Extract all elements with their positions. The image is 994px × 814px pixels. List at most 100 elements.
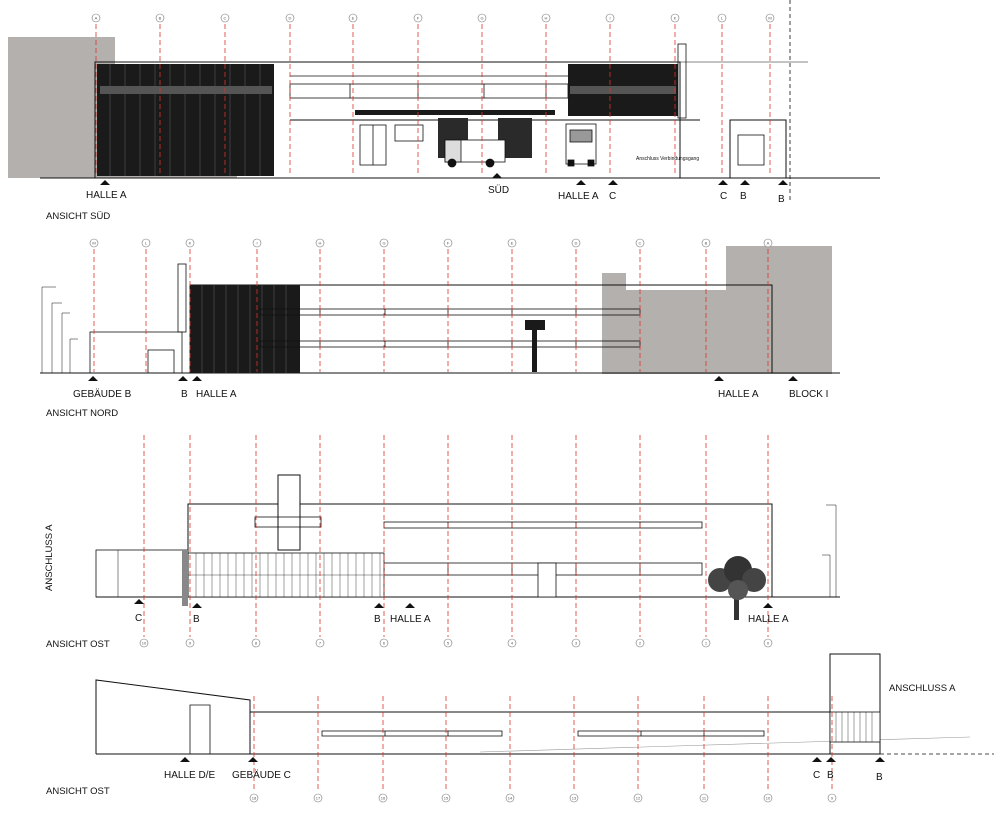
- marker-gebaeude-b: GEBÄUDE B: [73, 376, 132, 400]
- marker-c-2: C: [718, 180, 728, 202]
- cladding-ribs-left: [109, 64, 261, 176]
- grid-axis-bubble: [378, 793, 388, 803]
- grid-axis-bubble: [635, 638, 645, 648]
- grid-axis-bubble: [701, 238, 711, 248]
- stair-tower-windows: [254, 516, 322, 528]
- marker-halle-a-2: HALLE A: [558, 180, 599, 202]
- grid-axis-bubble: [249, 793, 259, 803]
- grid-axis-bubble: [141, 238, 151, 248]
- grid-axis-label: 11: [702, 796, 707, 801]
- slatted-facade-ribs: [188, 553, 384, 597]
- grid-axis-label: H: [319, 241, 322, 246]
- grid-axis-bubble: [379, 238, 389, 248]
- side-label-anschluss-a: ANSCHLUSS A: [44, 524, 55, 591]
- svg-text:HALLE A: HALLE A: [390, 614, 431, 625]
- grid-axis-bubble: [633, 793, 643, 803]
- grid-axis-label: 4: [511, 641, 514, 646]
- dark-cladding-left: [97, 64, 274, 176]
- anschluss-a-box: [829, 653, 881, 755]
- grid-axis-bubble: [285, 13, 295, 23]
- grid-axis-label: C: [639, 241, 642, 246]
- grid-axis-label: 2: [639, 641, 642, 646]
- svg-text:BLOCK I: BLOCK I: [789, 389, 828, 400]
- grid-axis-label: 18: [252, 796, 257, 801]
- grid-axis-bubble: [185, 638, 195, 648]
- truck-illustration: [444, 139, 506, 168]
- marker-c: C: [812, 757, 822, 781]
- grid-axis-bubble: [670, 13, 680, 23]
- svg-text:HALLE D/E: HALLE D/E: [164, 770, 215, 781]
- marker-b-2: B: [374, 603, 384, 625]
- grid-axis-label: G: [382, 241, 385, 246]
- title-ansicht-sued: ANSICHT SÜD: [46, 211, 110, 222]
- grid-axis-label: D: [289, 16, 292, 21]
- title-ansicht-nord: ANSICHT NORD: [46, 408, 118, 419]
- marker-b: B: [826, 757, 836, 781]
- grid-axis-label: 7: [319, 641, 322, 646]
- grid-axis-label: E: [511, 241, 514, 246]
- window-bands-lower: [259, 340, 641, 348]
- marker-halle-a: HALLE A: [390, 603, 431, 625]
- svg-text:HALLE A: HALLE A: [718, 389, 759, 400]
- grid-axis-label: 10: [142, 641, 147, 646]
- grid-axis-bubble: [569, 793, 579, 803]
- grid-axis-bubble: [699, 793, 709, 803]
- grid-axis-label: E: [352, 16, 355, 21]
- exterior-stair: [525, 320, 545, 372]
- grid-axis-label: K: [674, 16, 677, 21]
- grid-axis-bubble: [155, 13, 165, 23]
- grid-axis-label: K: [189, 241, 192, 246]
- grid-axis-bubble: [443, 238, 453, 248]
- grid-axis-label: 5: [447, 641, 450, 646]
- tree-illustration: [708, 556, 766, 620]
- entrance-canopy: [355, 110, 555, 115]
- grid-axis-bubble: [441, 793, 451, 803]
- grid-axis-bubble: [139, 638, 149, 648]
- grid-axis-bubble: [763, 638, 773, 648]
- marker-b: B: [178, 376, 188, 400]
- grid-axis-label: 6: [383, 641, 386, 646]
- halle-de-roof: [95, 679, 251, 754]
- svg-text:C: C: [813, 770, 820, 781]
- hall-a-shade-top: [602, 273, 626, 290]
- svg-text:HALLE A: HALLE A: [558, 191, 599, 202]
- side-label-anschluss-a: ANSCHLUSS A: [889, 683, 956, 694]
- grid-axis-label: I: [256, 241, 257, 246]
- svg-text:SÜD: SÜD: [488, 184, 509, 196]
- grid-axis-label: B: [159, 16, 162, 21]
- grid-axis-label: F: [417, 16, 420, 21]
- low-connector: [95, 549, 189, 598]
- svg-text:HALLE A: HALLE A: [748, 614, 789, 625]
- title-ansicht-ost-2: ANSICHT OST: [46, 786, 110, 797]
- stair-tower: [277, 474, 301, 551]
- marker-b: B: [740, 180, 750, 202]
- marker-gebaeude-c: GEBÄUDE C: [232, 757, 291, 781]
- facade-window-band: [289, 75, 569, 99]
- grid-axis-bubble: [413, 13, 423, 23]
- grid-axis-bubble: [605, 13, 615, 23]
- annex-building-b: [89, 263, 187, 374]
- grid-axis-label: 9: [831, 796, 834, 801]
- grid-axis-label: 15: [444, 796, 449, 801]
- entrance-doors: [359, 124, 424, 166]
- grid-axis-bubble: [313, 793, 323, 803]
- grid-axis-bubble: [505, 793, 515, 803]
- grid-axis-bubble: [91, 13, 101, 23]
- grid-axis-label: L: [721, 16, 724, 21]
- window-band: [321, 730, 765, 737]
- level-markers: [41, 286, 78, 373]
- grid-axis-bubble: [252, 238, 262, 248]
- grid-axis-label: 3: [575, 641, 578, 646]
- marker-c: C: [134, 599, 144, 624]
- svg-text:B: B: [778, 194, 785, 205]
- grid-axis-bubble: [443, 638, 453, 648]
- grid-axis-bubble: [315, 238, 325, 248]
- svg-text:C: C: [720, 191, 727, 202]
- svg-text:B: B: [827, 770, 834, 781]
- marker-halle-a: HALLE A: [86, 180, 127, 201]
- window-bands-lower: [383, 562, 703, 598]
- grid-axis-bubble: [315, 638, 325, 648]
